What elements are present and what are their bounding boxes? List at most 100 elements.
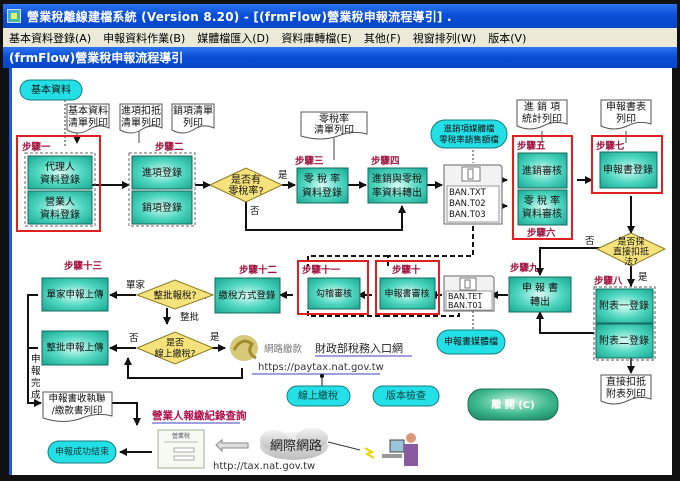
svg-text:資料審核: 資料審核 — [522, 207, 562, 220]
zero-tax-data-entry[interactable]: 零 稅 率 資料登錄 — [296, 167, 349, 204]
svg-text:代理人: 代理人 — [45, 161, 75, 173]
svg-text:清單列印: 清單列印 — [68, 116, 108, 129]
online-pay-button[interactable]: 線上繳稅 — [286, 385, 351, 407]
query-form-thumbnail[interactable]: 營業稅 — [157, 429, 205, 469]
tax-url-link[interactable]: http://tax.nat.gov.tw — [213, 461, 315, 472]
svg-text:整批報稅?: 整批報稅? — [153, 290, 196, 302]
svg-text:清單列印: 清單列印 — [314, 123, 354, 136]
exit-button[interactable]: 離 開 (C) — [467, 388, 559, 421]
print-direct-attachment[interactable]: 直接扣抵 附表列印 — [600, 374, 652, 405]
svg-text:單家申報上傳: 單家申報上傳 — [46, 289, 104, 301]
step4-label: 步驟四 — [371, 155, 400, 167]
menu-basic-data[interactable]: 基本資料登錄(A) — [9, 31, 92, 45]
cross-check-audit[interactable]: 勾稽審核 — [307, 277, 361, 310]
purchase-sales-audit[interactable]: 進銷審核 — [517, 152, 568, 189]
menu-filing-data[interactable]: 申報資料作業(B) — [103, 31, 186, 45]
menu-other[interactable]: 其他(F) — [363, 31, 401, 45]
svg-text:http://tax.nat.gov.tw: http://tax.nat.gov.tw — [213, 461, 315, 472]
return-form-audit[interactable]: 申報書審核 — [379, 277, 436, 310]
yes-label-3: 是 — [210, 332, 220, 343]
step12-label: 步驟十二 — [239, 264, 278, 276]
svg-text:進 銷 項: 進 銷 項 — [524, 100, 560, 113]
print-receipt[interactable]: 申報書收執聯 /繳款書列印 — [42, 391, 113, 422]
batch-label: 整批 — [180, 311, 200, 323]
svg-text:申報書媒體檔: 申報書媒體檔 — [444, 336, 498, 348]
svg-text:整批申報上傳: 整批申報上傳 — [46, 342, 104, 354]
step2-label: 步驟二 — [155, 141, 184, 153]
zero-tax-audit[interactable]: 零 稅 率 資料審核 — [517, 189, 568, 226]
print-basic-data-list[interactable]: 基本資料 清單列印 — [66, 103, 110, 134]
svg-text:線上繳稅: 線上繳稅 — [298, 389, 338, 402]
sales-entry[interactable]: 銷項登錄 — [131, 190, 193, 225]
svg-text:法?: 法? — [624, 256, 638, 268]
svg-text:完: 完 — [31, 377, 41, 389]
svg-text:資料登錄: 資料登錄 — [40, 173, 80, 186]
svg-text:資料登錄: 資料登錄 — [302, 186, 342, 199]
return-form-entry[interactable]: 申報書登錄 — [599, 151, 658, 189]
attachment2-entry[interactable]: 附表二登錄 — [595, 323, 654, 359]
svg-text:BAN.TET: BAN.TET — [448, 292, 482, 301]
step1-highlight — [16, 135, 101, 232]
step7-label: 步驟七 — [596, 140, 625, 152]
svg-text:零稅率: 零稅率 — [319, 112, 349, 125]
single-filing-upload[interactable]: 單家申報上傳 — [41, 277, 109, 312]
menu-window[interactable]: 視窗排列(W) — [412, 31, 477, 45]
svg-text:附表列印: 附表列印 — [606, 387, 646, 400]
svg-text:列印: 列印 — [183, 116, 203, 129]
menu-db-convert[interactable]: 資料庫轉檔(E) — [281, 31, 352, 45]
agent-data-entry[interactable]: 代理人 資料登錄 — [27, 155, 93, 190]
print-purchase-list[interactable]: 進項扣抵 清單列印 — [119, 103, 163, 134]
menu-media-import[interactable]: 媒體檔匯入(D) — [197, 31, 270, 45]
return-media-file[interactable]: 申報書媒體檔 — [436, 329, 506, 355]
print-zero-tax-list[interactable]: 零稅率 清單列印 — [300, 111, 368, 140]
version-check-button[interactable]: 版本檢查 — [372, 385, 440, 407]
step5-label: 步驟五 — [517, 140, 546, 152]
print-return-form[interactable]: 申報書表 列印 — [600, 99, 652, 130]
payment-method-entry[interactable]: 繳稅方式登錄 — [214, 277, 281, 314]
svg-text:繳稅方式登錄: 繳稅方式登錄 — [218, 290, 276, 302]
svg-text:附表一登錄: 附表一登錄 — [599, 299, 649, 312]
svg-text:直接扣抵: 直接扣抵 — [606, 375, 646, 388]
svg-text:營業人報繳紀錄查詢: 營業人報繳紀錄查詢 — [152, 409, 247, 422]
internet-label: 網際網路 — [270, 438, 322, 454]
print-sales-list[interactable]: 銷項清單 列印 — [171, 103, 215, 134]
filing-record-query-link[interactable]: 營業人報繳紀錄查詢 — [152, 409, 247, 424]
flow-canvas: 基本資料 基本資料 清單列印 進項扣抵 清單列印 銷項清單 列印 步驟一 代理人… — [9, 68, 672, 475]
purchase-entry[interactable]: 進項登錄 — [131, 155, 193, 190]
svg-text:申報成功結束: 申報成功結束 — [55, 446, 109, 458]
data-export[interactable]: 進銷與零稅 率資料轉出 — [367, 167, 428, 204]
svg-text:/繳款書列印: /繳款書列印 — [52, 405, 103, 417]
return-form-export[interactable]: 申 報 書 轉出 — [508, 276, 572, 313]
svg-text:轉出: 轉出 — [530, 295, 550, 308]
svg-text:勾稽審核: 勾稽審核 — [316, 288, 352, 300]
business-data-entry[interactable]: 營業人 資料登錄 — [27, 190, 93, 225]
menu-version[interactable]: 版本(V) — [488, 31, 527, 45]
svg-text:零稅率?: 零稅率? — [228, 184, 263, 197]
tax-portal-link[interactable]: 財政部稅務入口網 — [315, 341, 412, 357]
svg-text:BAN.T03: BAN.T03 — [449, 210, 486, 220]
print-stats[interactable]: 進 銷 項 統計列印 — [516, 99, 568, 130]
step10-highlight — [375, 260, 440, 315]
svg-text:資料登錄: 資料登錄 — [40, 208, 80, 221]
floppy-disk-icon: BAN.TXT BAN.T02 BAN.T03 — [443, 164, 503, 225]
step10-label: 步驟十 — [392, 264, 421, 276]
title-bar[interactable]: 營業稅離線建檔系統 (Version 8.20) - [(frmFlow)營業稅… — [3, 4, 677, 28]
filing-complete-label: 申 報 完 成 — [31, 353, 41, 401]
svg-text:直接扣抵: 直接扣抵 — [613, 246, 649, 258]
paytax-url-link[interactable]: https://paytax.nat.gov.tw — [252, 362, 384, 375]
child-window-title-bar[interactable]: (frmFlow)營業稅申報流程導引 — [3, 47, 677, 68]
svg-text:離 開 (C): 離 開 (C) — [491, 398, 534, 411]
svg-text:報: 報 — [31, 366, 41, 377]
media-file-label[interactable]: 進銷項媒體檔 零稅率銷售額檔 — [430, 119, 508, 149]
flow-diagram: 基本資料 基本資料 清單列印 進項扣抵 清單列印 銷項清單 列印 步驟一 代理人… — [16, 79, 667, 472]
basic-data-node[interactable]: 基本資料 — [19, 79, 83, 101]
svg-text:是否有: 是否有 — [231, 173, 261, 186]
attachment1-entry[interactable]: 附表一登錄 — [595, 288, 654, 324]
svg-text:線上繳稅?: 線上繳稅? — [155, 348, 196, 360]
svg-text:零 稅 率: 零 稅 率 — [524, 194, 560, 207]
direct-deduction-decision: 是否採 直接扣抵 法? — [595, 232, 667, 268]
filing-success-end[interactable]: 申報成功結束 — [47, 440, 117, 464]
batch-filing-upload[interactable]: 整批申報上傳 — [41, 330, 109, 366]
child-window-title: (frmFlow)營業稅申報流程導引 — [9, 51, 184, 65]
